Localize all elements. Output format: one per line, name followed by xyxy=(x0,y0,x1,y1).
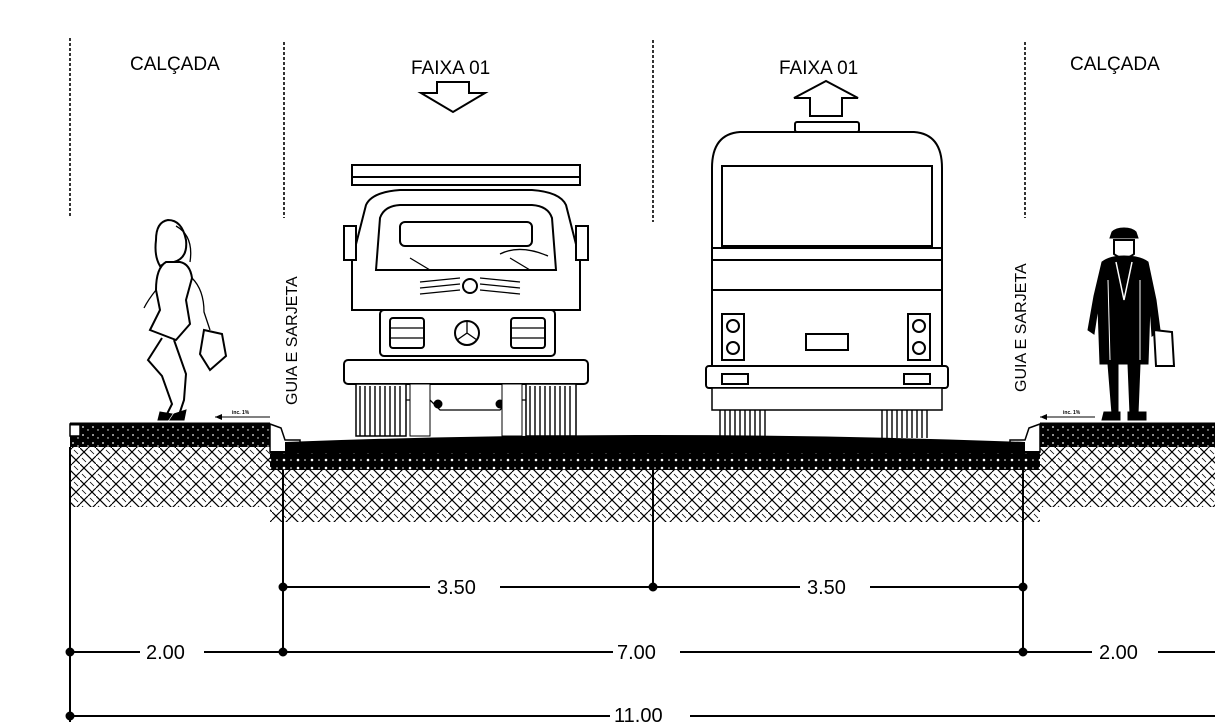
svg-text:inc. 1%: inc. 1% xyxy=(1063,410,1081,416)
arrow-up-icon xyxy=(793,79,859,117)
slope-marker-left: inc. 1% xyxy=(215,410,270,420)
dimension-lines xyxy=(65,447,1215,722)
dimension-lane-2: 3.50 xyxy=(807,577,846,599)
dimension-total: 11.00 xyxy=(614,705,663,722)
ground-section: inc. 1% inc. 1% xyxy=(69,410,1215,522)
dimension-sidewalk-left: 2.00 xyxy=(146,642,185,664)
pedestrian-woman-icon xyxy=(143,218,228,421)
sidewalk-left-label: CALÇADA xyxy=(130,54,220,75)
pedestrian-man-icon xyxy=(1087,227,1176,421)
dimension-sidewalk-right: 2.00 xyxy=(1099,642,1138,664)
curb-right-label: GUIA E SARJETA xyxy=(1013,263,1030,392)
svg-text:inc. 1%: inc. 1% xyxy=(232,410,250,416)
sidewalk-right-label: CALÇADA xyxy=(1070,54,1160,75)
dimension-roadway: 7.00 xyxy=(617,642,656,664)
curb-left-label: GUIA E SARJETA xyxy=(284,276,301,405)
truck-icon xyxy=(343,164,589,437)
bus-icon xyxy=(705,121,949,438)
dimension-lane-1: 3.50 xyxy=(437,577,476,599)
arrow-down-icon xyxy=(417,81,489,114)
lane-right-label: FAIXA 01 xyxy=(779,58,858,79)
lane-left-label: FAIXA 01 xyxy=(411,58,490,79)
slope-marker-right: inc. 1% xyxy=(1040,410,1095,420)
